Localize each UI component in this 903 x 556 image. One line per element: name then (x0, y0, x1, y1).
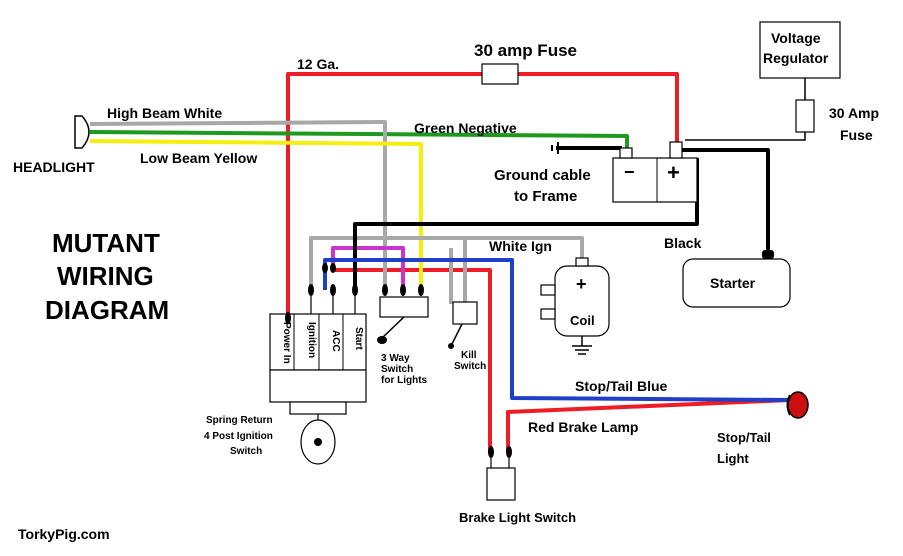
regulator-fuse-label-1: 30 Amp (829, 105, 879, 121)
regulator-fuse-label-2: Fuse (840, 127, 873, 143)
title-line-2: WIRING (57, 261, 154, 291)
voltage-regulator-label-1: Voltage (771, 30, 821, 46)
coil-label: Coil (570, 313, 595, 328)
three-way-label-2: Switch (381, 364, 413, 375)
ignition-switch-body (269, 313, 367, 371)
ignition-switch-base (269, 369, 367, 403)
starter-label: Starter (710, 275, 756, 291)
voltage-regulator-label-2: Regulator (763, 50, 829, 66)
regulator-fuse (795, 99, 815, 133)
wire-green-negative (89, 129, 629, 152)
headlight-label: HEADLIGHT (13, 159, 95, 175)
brake-light-switch (486, 467, 516, 501)
kill-switch-lever (451, 323, 463, 345)
battery-plus-label: + (667, 160, 680, 185)
ignition-switch-label-3: Switch (230, 446, 262, 457)
ignition-switch-label-2: 4 Post Ignition (204, 431, 273, 442)
low-beam-label: Low Beam Yellow (140, 150, 257, 166)
terminal-label-acc: ACC (330, 330, 341, 352)
wire-red-main (286, 72, 679, 320)
ground-cable-label-2: to Frame (514, 188, 577, 205)
title-line-1: MUTANT (52, 228, 160, 258)
black-label: Black (664, 235, 702, 251)
ignition-switch-neck (289, 401, 347, 415)
main-fuse (481, 63, 519, 85)
wire-gray-high-beam (89, 120, 387, 287)
stop-tail-light-label-2: Light (717, 451, 749, 466)
battery (612, 157, 698, 203)
ignition-terminal-connectors (285, 263, 358, 324)
coil-post-top (575, 257, 589, 267)
coil-post-left-1 (540, 284, 556, 296)
coil-post-left-2 (540, 308, 556, 320)
ignition-switch-label-1: Spring Return (206, 415, 273, 426)
three-way-label-1: 3 Way (381, 353, 410, 364)
wire-red-brake-lamp (506, 397, 793, 452)
three-way-lever (381, 316, 405, 339)
ground-cable-label-1: Ground cable (494, 167, 591, 184)
battery-minus-label: − (624, 162, 635, 182)
ground-symbol-coil (572, 336, 592, 355)
wire-gray-ign (309, 236, 584, 304)
coil-plus-label: + (576, 274, 587, 294)
terminal-label-power-in: Power In (281, 322, 292, 364)
main-fuse-label: 30 amp Fuse (474, 41, 577, 60)
terminal-label-start: Start (353, 327, 364, 350)
wire-magenta-acc (331, 246, 405, 287)
stop-tail-blue-label: Stop/Tail Blue (575, 378, 668, 394)
green-negative-label: Green Negative (414, 120, 517, 136)
high-beam-label: High Beam White (107, 105, 222, 121)
red-brake-lamp-label: Red Brake Lamp (528, 419, 638, 435)
battery-terminal-negative (619, 147, 633, 159)
three-way-switch (379, 296, 429, 318)
kill-switch (452, 301, 478, 325)
stop-tail-light-icon (787, 391, 809, 419)
starter-post (762, 250, 774, 259)
wire-black-battery-reg (681, 148, 770, 254)
brake-switch-label: Brake Light Switch (459, 510, 576, 525)
voltage-regulator (759, 21, 841, 79)
ground-symbol-battery (551, 142, 559, 154)
kill-switch-label-2: Switch (454, 361, 486, 372)
starter (682, 258, 791, 308)
white-ign-label: White Ign (489, 238, 552, 254)
gauge-label: 12 Ga. (297, 56, 339, 72)
credit: TorkyPig.com (18, 526, 110, 542)
kill-switch-label-1: Kill (461, 350, 477, 361)
three-way-label-3: for Lights (381, 375, 428, 386)
headlight-icon (74, 115, 90, 149)
terminal-label-ignition: Ignition (306, 322, 317, 358)
wire-regulator (685, 78, 806, 141)
stop-tail-light-label-1: Stop/Tail (717, 430, 771, 445)
title-line-3: DIAGRAM (45, 295, 169, 325)
battery-terminal-positive (669, 141, 683, 159)
